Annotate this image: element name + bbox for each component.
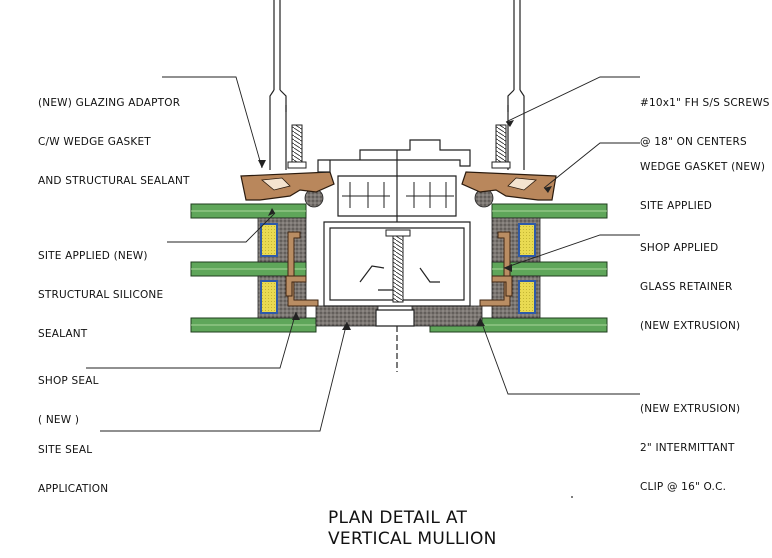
site-seal-block [411, 305, 483, 327]
label-line: SITE SEAL [38, 444, 93, 456]
label-line: WEDGE GASKET (NEW) [640, 161, 766, 173]
screw-right [495, 124, 507, 164]
screw-left [291, 124, 303, 164]
glass-spacers [260, 223, 536, 314]
label-line: (NEW EXTRUSION) [640, 403, 741, 415]
label-shop-seal: SHOP SEAL ( NEW ) [38, 349, 99, 440]
label-line: 2" INTERMITTANT [640, 442, 735, 454]
drawing-title-line-1: PLAN DETAIL AT [328, 508, 468, 528]
label-line: ( NEW ) [38, 414, 80, 426]
label-line: SITE APPLIED (NEW) [38, 250, 148, 262]
glass-lites [190, 203, 608, 333]
label-line: GLASS RETAINER [640, 281, 733, 293]
label-glazing-adaptor: (NEW) GLAZING ADAPTOR C/W WEDGE GASKET A… [38, 71, 190, 201]
label-screws: #10x1" FH S/S SCREWS @ 18" ON CENTERS [640, 71, 770, 162]
glass-retainers [285, 231, 513, 307]
label-line: CLIP @ 16" O.C. [640, 481, 727, 493]
label-line: SEALANT [38, 328, 88, 340]
screws [287, 124, 511, 303]
label-wedge-gasket: WEDGE GASKET (NEW) SITE APPLIED [640, 135, 765, 226]
label-line: SITE APPLIED [640, 200, 713, 212]
glazing-adaptors [240, 171, 557, 201]
label-line: @ 18" ON CENTERS [640, 136, 747, 148]
label-line: SHOP APPLIED [640, 242, 719, 254]
label-line: #10x1" FH S/S SCREWS [640, 97, 770, 109]
label-line: (NEW) GLAZING ADAPTOR [38, 97, 181, 109]
label-line: C/W WEDGE GASKET [38, 136, 151, 148]
label-site-applied-silicone: SITE APPLIED (NEW) STRUCTURAL SILICONE S… [38, 224, 163, 354]
leader-lines [86, 76, 640, 432]
label-line: AND STRUCTURAL SEALANT [38, 175, 190, 187]
label-glass-retainer: SHOP APPLIED GLASS RETAINER (NEW EXTRUSI… [640, 216, 740, 346]
screw-center [392, 235, 404, 303]
label-site-seal: SITE SEAL APPLICATION [38, 418, 108, 509]
label-line: (NEW EXTRUSION) [640, 320, 741, 332]
label-intermittent-clip: (NEW EXTRUSION) 2" INTERMITTANT CLIP @ 1… [640, 377, 740, 507]
mullion-upright [269, 0, 525, 170]
label-line: SHOP SEAL [38, 375, 99, 387]
drawing-title-line-2: VERTICAL MULLION [328, 529, 497, 549]
leader-arrows [258, 120, 552, 330]
label-line: STRUCTURAL SILICONE [38, 289, 164, 301]
drawing-title: PLAN DETAIL AT VERTICAL MULLION [328, 508, 497, 550]
label-line: APPLICATION [38, 483, 109, 495]
